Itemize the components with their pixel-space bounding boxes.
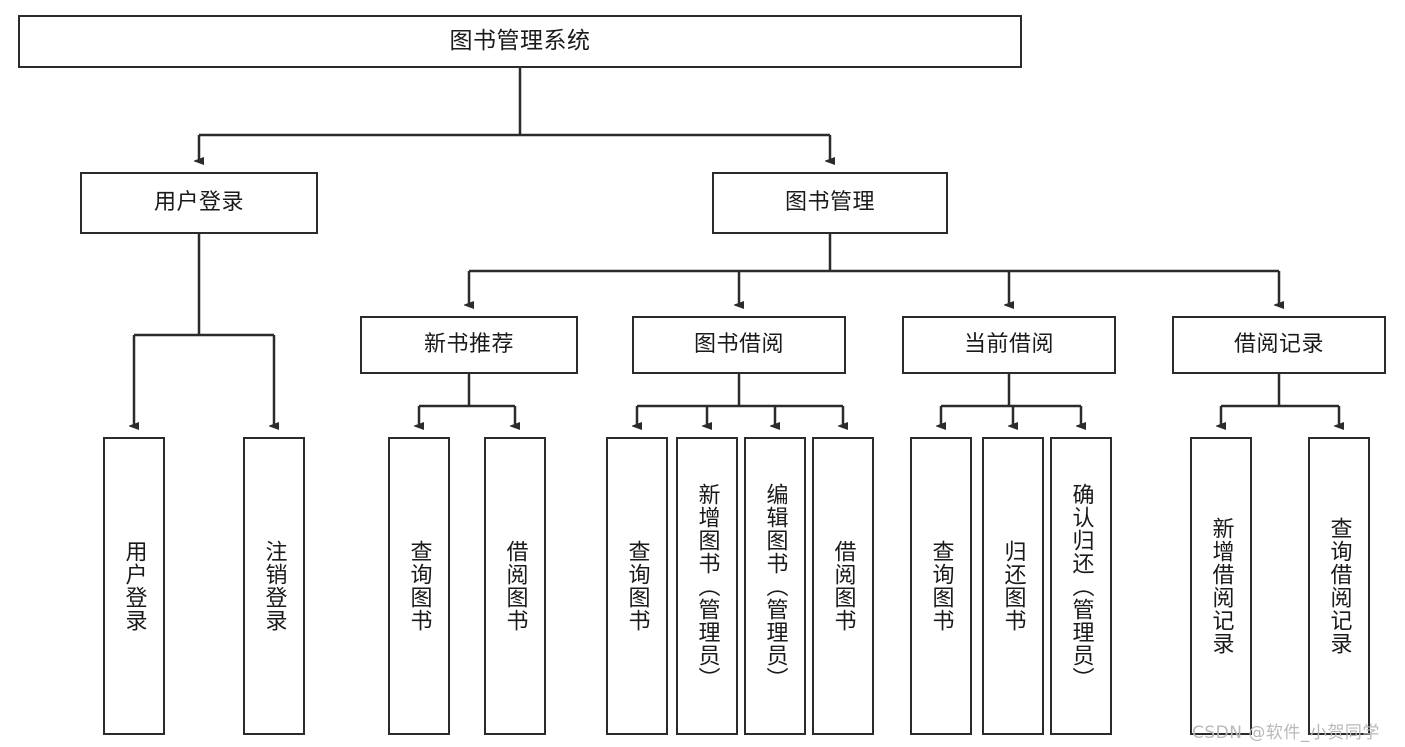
- node-label-leaf-query-book-3: 查询图书: [928, 540, 954, 632]
- node-leaf-query-book-1[interactable]: 查询图书: [388, 437, 450, 735]
- node-label-current-borrow: 当前借阅: [963, 331, 1054, 357]
- csdn-watermark: CSDN @软件_小贺同学: [1192, 723, 1380, 743]
- node-label-leaf-query-book-1: 查询图书: [406, 540, 432, 632]
- node-leaf-add-book[interactable]: 新增图书（管理员）: [676, 437, 738, 735]
- node-label-book-manage: 图书管理: [784, 189, 875, 215]
- node-label-new-book-recommend: 新书推荐: [423, 331, 514, 357]
- node-leaf-user-logout[interactable]: 注销登录: [243, 437, 305, 735]
- node-label-leaf-confirm-return: 确认归还（管理员）: [1068, 482, 1094, 690]
- node-leaf-borrow-book-2[interactable]: 借阅图书: [812, 437, 874, 735]
- node-label-leaf-borrow-book-2: 借阅图书: [830, 540, 856, 632]
- node-label-leaf-return-book: 归还图书: [1000, 540, 1026, 632]
- node-leaf-return-book[interactable]: 归还图书: [982, 437, 1044, 735]
- node-leaf-query-book-3[interactable]: 查询图书: [910, 437, 972, 735]
- node-label-leaf-borrow-book-1: 借阅图书: [502, 540, 528, 632]
- node-label-borrow-record: 借阅记录: [1233, 331, 1324, 357]
- node-label-book-borrow: 图书借阅: [693, 331, 784, 357]
- node-borrow-record[interactable]: 借阅记录: [1172, 316, 1386, 374]
- node-root[interactable]: 图书管理系统: [18, 15, 1022, 68]
- node-label-leaf-edit-book: 编辑图书（管理员）: [762, 482, 788, 690]
- node-label-leaf-add-book: 新增图书（管理员）: [694, 482, 720, 690]
- node-label-leaf-user-logout: 注销登录: [261, 540, 287, 632]
- node-label-leaf-query-book-2: 查询图书: [624, 540, 650, 632]
- node-label-leaf-user-login: 用户登录: [121, 540, 147, 632]
- node-book-manage[interactable]: 图书管理: [712, 172, 948, 234]
- node-label-leaf-query-borrow-record: 查询借阅记录: [1326, 517, 1352, 655]
- node-leaf-query-borrow-record[interactable]: 查询借阅记录: [1308, 437, 1370, 735]
- node-leaf-query-book-2[interactable]: 查询图书: [606, 437, 668, 735]
- node-label-root: 图书管理系统: [449, 27, 591, 54]
- node-leaf-borrow-book-1[interactable]: 借阅图书: [484, 437, 546, 735]
- node-leaf-user-login[interactable]: 用户登录: [103, 437, 165, 735]
- node-new-book-recommend[interactable]: 新书推荐: [360, 316, 578, 374]
- node-current-borrow[interactable]: 当前借阅: [902, 316, 1116, 374]
- node-leaf-edit-book[interactable]: 编辑图书（管理员）: [744, 437, 806, 735]
- node-leaf-confirm-return[interactable]: 确认归还（管理员）: [1050, 437, 1112, 735]
- node-book-borrow[interactable]: 图书借阅: [632, 316, 846, 374]
- node-leaf-add-borrow-record[interactable]: 新增借阅记录: [1190, 437, 1252, 735]
- node-label-leaf-add-borrow-record: 新增借阅记录: [1208, 517, 1234, 655]
- node-user-login[interactable]: 用户登录: [80, 172, 318, 234]
- node-label-user-login: 用户登录: [153, 189, 244, 215]
